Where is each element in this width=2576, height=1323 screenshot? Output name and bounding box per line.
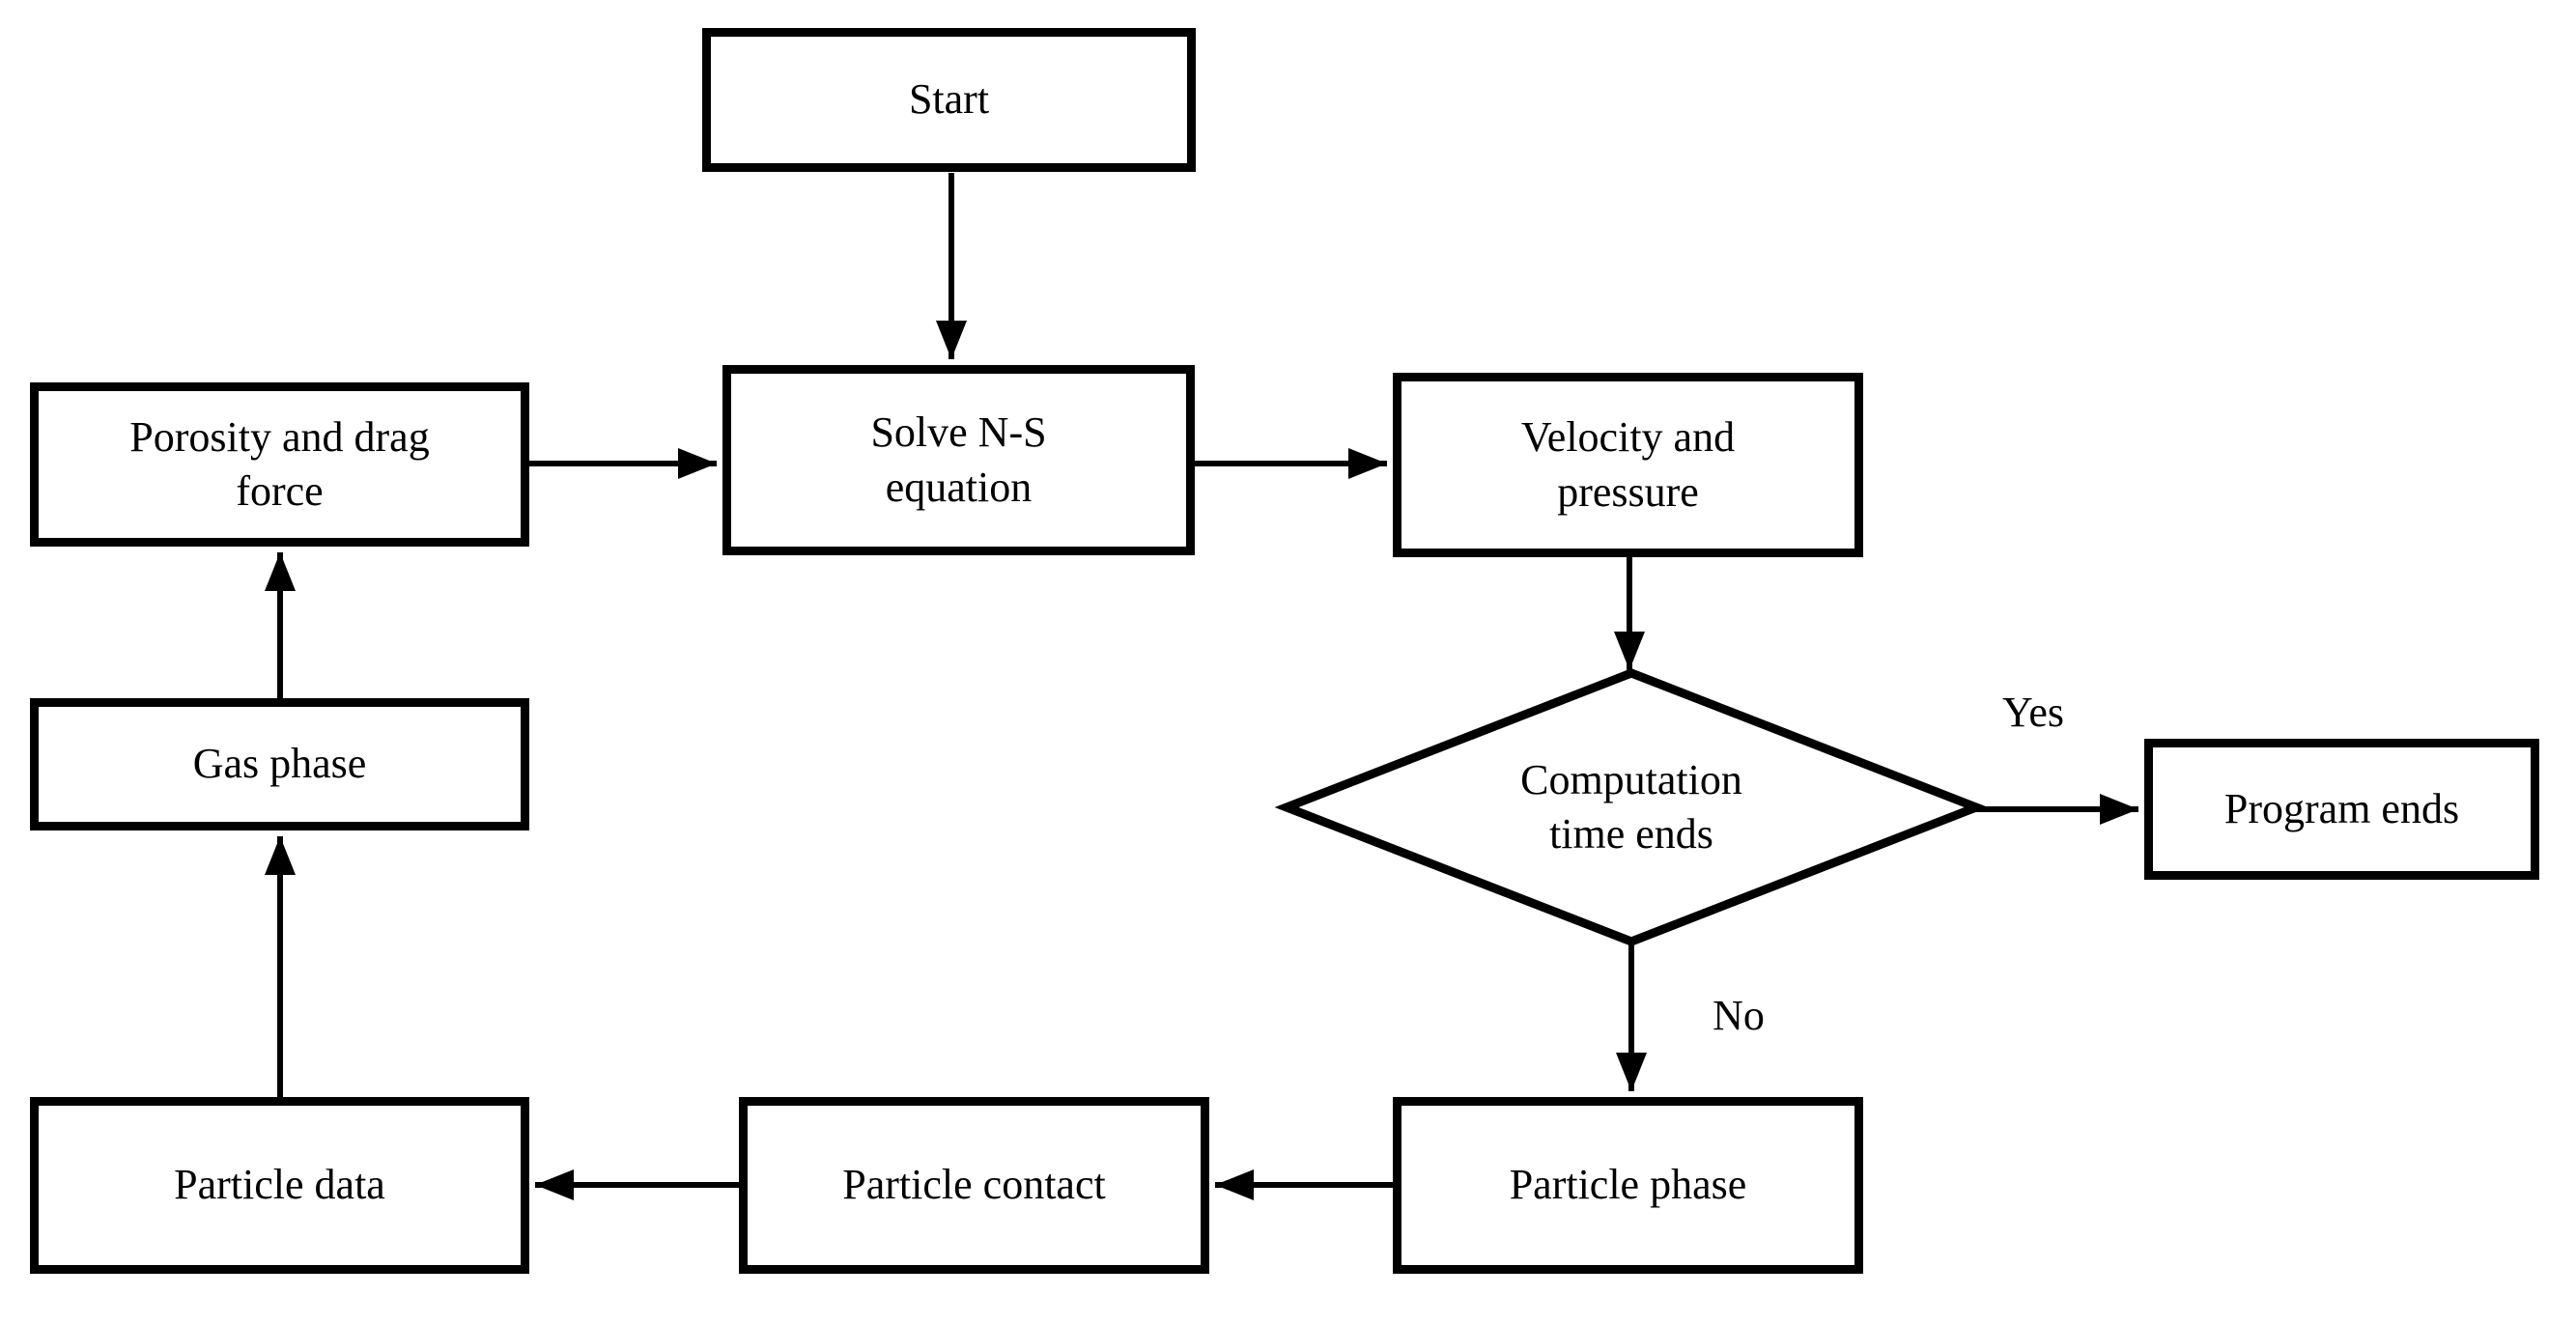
node-computation-time-ends-label: Computation time ends: [1520, 755, 1742, 858]
node-particle-contact: Particle contact: [739, 1097, 1209, 1274]
node-solve-ns-equation: Solve N-S equation: [722, 365, 1195, 555]
node-porosity-label: Porosity and drag force: [129, 412, 430, 515]
node-particle-contact-label: Particle contact: [842, 1161, 1106, 1209]
node-porosity-and-drag-force: Porosity and drag force: [30, 382, 529, 547]
node-particle-data-label: Particle data: [174, 1161, 385, 1209]
node-gas-phase: Gas phase: [30, 698, 529, 830]
edge-label-no: No: [1713, 992, 1765, 1039]
node-velocity-and-pressure: Velocity and pressure: [1393, 373, 1863, 557]
node-particle-phase: Particle phase: [1393, 1097, 1863, 1274]
node-program-ends-label: Program ends: [2223, 784, 2460, 832]
node-particle-data: Particle data: [30, 1097, 529, 1274]
node-solve-ns-label: Solve N-S equation: [870, 408, 1047, 511]
edge-label-yes: Yes: [2001, 689, 2065, 736]
node-velocity-label: Velocity and pressure: [1520, 413, 1736, 516]
node-gas-phase-label: Gas phase: [192, 740, 367, 788]
node-start: Start: [702, 28, 1196, 172]
node-program-ends: Program ends: [2144, 739, 2539, 880]
node-start-label: Start: [908, 75, 990, 124]
node-particle-phase-label: Particle phase: [1509, 1161, 1747, 1209]
